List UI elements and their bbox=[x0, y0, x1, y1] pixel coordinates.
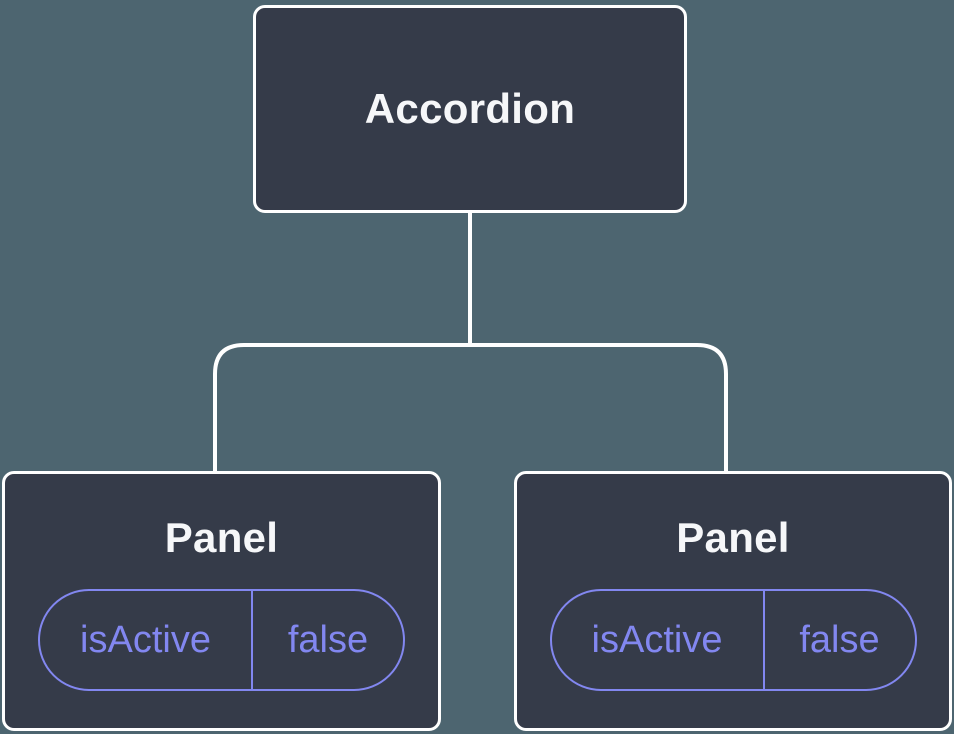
state-value-label: false bbox=[799, 618, 880, 661]
state-key-label: isActive bbox=[40, 591, 253, 690]
tree-node-panel-right: Panel isActive false bbox=[514, 471, 952, 731]
connector-bracket bbox=[213, 343, 728, 472]
state-pill: isActive false bbox=[549, 589, 917, 692]
node-label: Panel bbox=[676, 514, 790, 561]
state-value-label: false bbox=[287, 618, 369, 661]
tree-node-panel-left: Panel isActive false bbox=[2, 471, 441, 731]
state-pill: isActive false bbox=[38, 589, 405, 692]
tree-node-accordion: Accordion bbox=[253, 5, 687, 213]
node-label: Panel bbox=[164, 514, 279, 561]
state-key-label: isActive bbox=[552, 591, 765, 690]
node-label: Accordion bbox=[364, 84, 576, 132]
